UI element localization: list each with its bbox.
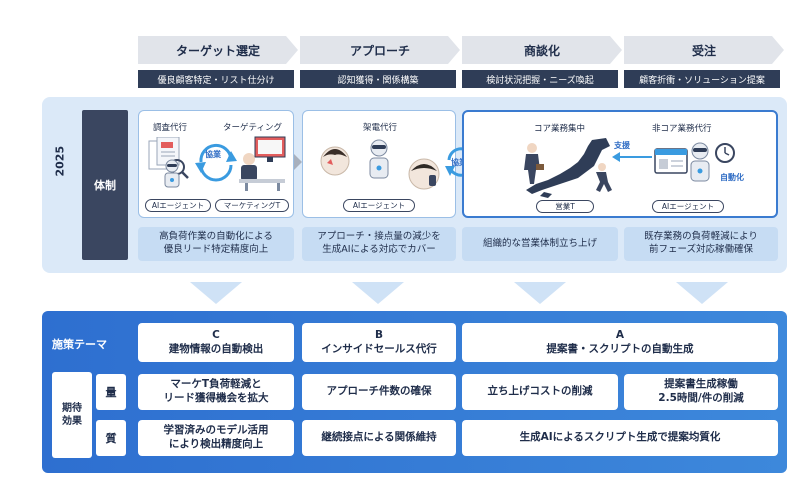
- arrow-left-icon: [612, 152, 652, 162]
- effect-quantity-a2: 提案書生成稼働 2.5時間/件の削減: [624, 374, 778, 410]
- effect-line: により検出精度向上: [168, 438, 264, 450]
- effect-line: アプローチ件数の確保: [326, 385, 432, 398]
- effect-line: 提案書生成稼働: [664, 378, 738, 391]
- cooperation-label: 協業: [205, 150, 221, 159]
- summary-line: 高負荷作業の自動化による: [159, 231, 273, 243]
- stage-approach: アプローチ: [300, 36, 460, 64]
- effect-line: 学習済みのモデル活用: [163, 424, 269, 437]
- effect-quality-c: 学習済みのモデル活用 により検出精度向上: [138, 420, 294, 456]
- label-call-agency: 架電代行: [363, 123, 398, 133]
- summary-line: 前フェーズ対応稼働確保: [648, 244, 754, 255]
- summary-targeting: 高負荷作業の自動化による 優良リード特定精度向上: [138, 227, 294, 261]
- stage-targeting: ターゲット選定: [138, 36, 298, 64]
- arrow-right-icon: [294, 154, 302, 170]
- robot-icon: [369, 139, 389, 179]
- stage-desc-targeting: 優良顧客特定・リスト仕分け: [138, 70, 294, 88]
- id-card-icon: [654, 148, 688, 174]
- effect-line: 2.5時間/件の削減: [658, 392, 744, 404]
- chip-marketing-team: マーケティングT: [215, 199, 289, 212]
- support-label: 支援: [614, 141, 630, 150]
- cycle-icon: [195, 143, 237, 182]
- theme-letter: A: [615, 328, 625, 341]
- effect-quantity-a1: 立ち上げコストの削減: [462, 374, 618, 410]
- quantity-label: 量: [96, 374, 126, 410]
- card-targeting: 調査代行 ターゲティング 協業 AIエージェント マーケティングT: [138, 110, 294, 218]
- salesperson-icon: [524, 143, 544, 184]
- summary-approach: アプローチ・接点量の減少を 生成AIによる対応でカバー: [302, 227, 456, 261]
- automation-label: 自動化: [720, 173, 744, 182]
- stage-order: 受注: [624, 36, 784, 64]
- stage-desc-approach: 認知獲得・関係構築: [300, 70, 456, 88]
- quality-label: 質: [96, 420, 126, 456]
- effect-line: 立ち上げコストの削減: [487, 385, 593, 398]
- plan-theme-label: 施策テーマ: [52, 338, 107, 351]
- summary-line: 生成AIによる対応でカバー: [322, 244, 436, 255]
- stage-desc-negotiation: 検討状況把握・ニーズ喚起: [462, 70, 618, 88]
- summary-order: 既存業務の負荷軽減により 前フェーズ対応稼働確保: [624, 227, 778, 261]
- effect-line: リード獲得機会を拡大: [163, 392, 269, 404]
- chip-ai-agent-3: AIエージェント: [652, 200, 724, 213]
- effect-quantity-b: アプローチ件数の確保: [302, 374, 456, 410]
- robot-icon: [690, 142, 710, 182]
- effect-quality-a: 生成AIによるスクリプト生成で提案均質化: [462, 420, 778, 456]
- japan-map-icon: [526, 138, 610, 198]
- label-targeting: ターゲティング: [223, 123, 282, 133]
- monitor-icon: [239, 136, 286, 191]
- theme-b: B インサイドセールス代行: [302, 323, 456, 362]
- effect-line: マーケT負荷軽減と: [170, 378, 262, 391]
- card-core-business: コア業務集中 非コア業務代行 支援 自動化 営業T AIエージェント: [462, 110, 778, 218]
- summary-negotiation: 組織的な営業体制立ち上げ: [462, 227, 618, 261]
- theme-a: A 提案書・スクリプトの自動生成: [462, 323, 778, 362]
- theme-title: インサイドセールス代行: [321, 342, 437, 355]
- label-noncore-agency: 非コア業務代行: [652, 124, 712, 134]
- stage-negotiation: 商談化: [462, 36, 622, 64]
- runner-icon: [596, 163, 612, 192]
- theme-title: 提案書・スクリプトの自動生成: [546, 342, 694, 355]
- theme-letter: C: [212, 328, 220, 341]
- effect-line: 継続接点による関係維持: [321, 431, 437, 444]
- expected-effect-label: 期待効果: [52, 372, 92, 458]
- summary-line: 優良リード特定精度向上: [163, 244, 269, 255]
- card-approach: 架電代行 AIエージェント: [302, 110, 456, 218]
- clock-icon: [715, 143, 735, 163]
- label-research: 調査代行: [153, 123, 188, 133]
- summary-line: 既存業務の負荷軽減により: [644, 231, 758, 243]
- customer-icon: [408, 158, 440, 190]
- chip-sales-team: 営業T: [536, 200, 594, 213]
- theme-letter: B: [374, 328, 383, 341]
- year-label: 2025: [53, 145, 67, 177]
- chip-ai-agent-2: AIエージェント: [343, 199, 415, 212]
- stage-desc-order: 顧客折衝・ソリューション提案: [624, 70, 780, 88]
- effect-quantity-c: マーケT負荷軽減と リード獲得機会を拡大: [138, 374, 294, 410]
- summary-line: アプローチ・接点量の減少を: [317, 231, 441, 243]
- structure-label: 体制: [82, 110, 128, 260]
- robot-icon: [164, 159, 180, 188]
- theme-c: C 建物情報の自動検出: [138, 323, 294, 362]
- chip-ai-agent-1: AIエージェント: [145, 199, 211, 212]
- summary-line: 組織的な営業体制立ち上げ: [482, 237, 597, 249]
- down-arrow-icon: [514, 282, 566, 304]
- theme-title: 建物情報の自動検出: [168, 342, 264, 355]
- down-arrow-icon: [352, 282, 404, 304]
- effect-line: 生成AIによるスクリプト生成で提案均質化: [519, 431, 721, 444]
- cooperation-label-2: 協業: [451, 158, 467, 167]
- down-arrow-icon: [190, 282, 242, 304]
- down-arrow-icon: [676, 282, 728, 304]
- caller-icon: [320, 146, 350, 176]
- label-core-focus: コア業務集中: [534, 124, 586, 134]
- effect-quality-b: 継続接点による関係維持: [302, 420, 456, 456]
